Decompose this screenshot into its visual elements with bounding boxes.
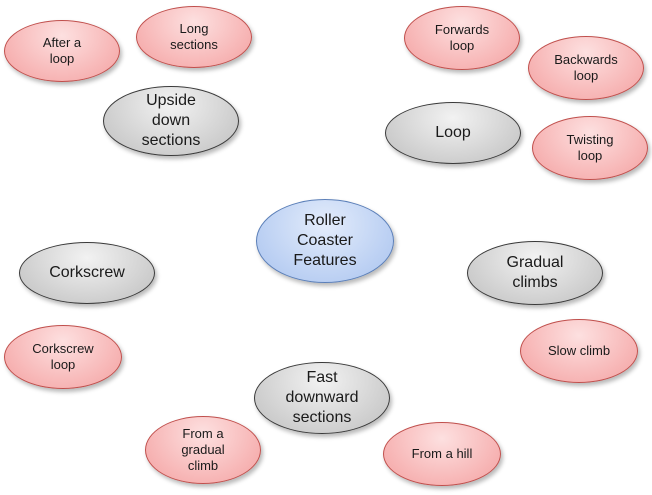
detail-label-long-sections: Long sections: [170, 20, 218, 52]
topic-label-corkscrew: Corkscrew: [49, 264, 125, 281]
detail-node-backwards-loop: Backwards loop: [528, 36, 644, 100]
topic-node-upside-down-sections: Upside down sections: [103, 86, 239, 156]
detail-label-backwards-loop: Backwards loop: [554, 51, 618, 83]
detail-label-from-gradual-climb: From a gradual climb: [181, 425, 225, 474]
topic-label-upside-down: Upside down sections: [141, 92, 201, 149]
detail-label-from-hill: From a hill: [411, 445, 473, 461]
detail-label-forwards-loop: Forwards loop: [434, 21, 490, 53]
topic-node-corkscrew: Corkscrew: [19, 242, 155, 304]
topic-node-gradual-climbs: Gradual climbs: [467, 241, 603, 305]
topic-node-fast-downward-sections: Fast downward sections: [254, 362, 390, 434]
detail-node-corkscrew-loop: Corkscrew loop: [4, 325, 122, 389]
detail-node-after-a-loop: After a loop: [4, 20, 120, 82]
detail-label-corkscrew-loop: Corkscrew loop: [32, 340, 94, 372]
detail-node-from-a-gradual-climb: From a gradual climb: [145, 416, 261, 484]
detail-node-forwards-loop: Forwards loop: [404, 6, 520, 70]
detail-label-slow-climb: Slow climb: [547, 342, 611, 358]
detail-node-twisting-loop: Twisting loop: [532, 116, 648, 180]
detail-node-long-sections: Long sections: [136, 6, 252, 68]
detail-label-twisting-loop: Twisting loop: [566, 131, 614, 163]
topic-label-loop: Loop: [435, 124, 471, 141]
center-node-roller-coaster-features: Roller Coaster Features: [256, 199, 394, 283]
center-node-label: Roller Coaster Features: [293, 212, 357, 269]
detail-label-after-loop: After a loop: [42, 34, 82, 66]
topic-label-gradual-climbs: Gradual climbs: [506, 254, 564, 291]
detail-node-slow-climb: Slow climb: [520, 319, 638, 383]
topic-node-loop: Loop: [385, 102, 521, 164]
detail-node-from-a-hill: From a hill: [383, 422, 501, 486]
topic-label-fast-downward: Fast downward sections: [285, 369, 359, 426]
